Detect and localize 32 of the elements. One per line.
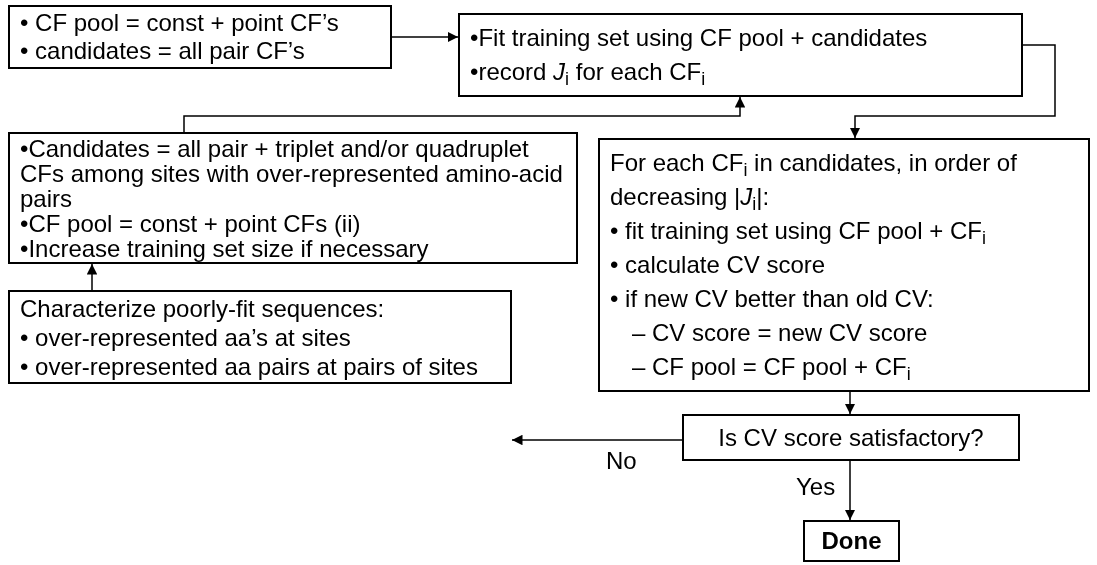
- arrow: [844, 460, 856, 521]
- box-text: For each CF$_{i}$ in candidates, in order of decreasing |J$_{i}$|:: [610, 148, 1018, 214]
- box-text: • fit training set using CF pool + CF$_{i}$: [610, 216, 987, 248]
- arrow: [849, 44, 1056, 139]
- process-box: [598, 138, 1090, 392]
- arrow: [511, 434, 683, 446]
- arrow: [844, 391, 856, 415]
- arrow: [86, 263, 98, 291]
- arrow: [391, 31, 459, 43]
- process-box: [8, 5, 392, 69]
- process-box: [8, 290, 512, 384]
- box-text: •Candidates = all pair + triplet and/or quadruplet CFs among sites with over-represented amino-acid pairs: [20, 135, 564, 211]
- box-text: • if new CV better than old CV:: [610, 284, 935, 314]
- process-box: [458, 13, 1023, 97]
- box-text: • over-represented aa pairs at pairs of sites: [20, 351, 479, 381]
- edge-label: No: [606, 448, 637, 474]
- terminal-box: [803, 520, 900, 562]
- process-box: [8, 132, 578, 264]
- box-text: • over-represented aa’s at sites: [20, 322, 352, 352]
- box-text: •record J$_{i}$ for each CF$_{i}$: [470, 57, 707, 89]
- box-text: •Fit training set using CF pool + candidates: [470, 23, 929, 53]
- box-text: – CF pool = CF pool + CF$_{i}$: [631, 352, 912, 384]
- edge-label: Yes: [796, 474, 836, 500]
- box-text: Is CV score satisfactory?: [718, 423, 984, 452]
- box-text: Characterize poorly-fit sequences:: [20, 293, 386, 323]
- box-text: • CF pool = const + point CF’s: [20, 9, 340, 37]
- box-text: – CV score = new CV score: [631, 318, 929, 348]
- arrow: [183, 96, 746, 133]
- box-text: • calculate CV score: [610, 250, 827, 280]
- box-text: • candidates = all pair CF’s: [20, 37, 306, 65]
- box-text: Done: [821, 527, 882, 555]
- decision-box: [682, 414, 1020, 461]
